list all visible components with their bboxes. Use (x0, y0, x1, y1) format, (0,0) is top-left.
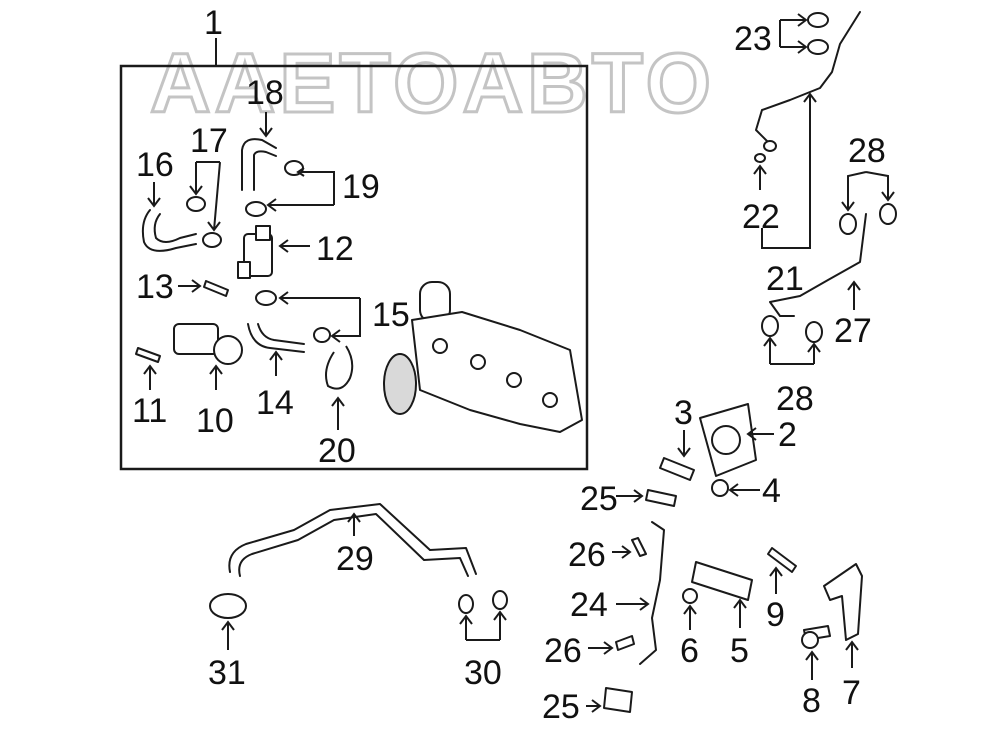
callout-11: 11 (132, 392, 167, 430)
part-11-bolt (135, 347, 161, 363)
turbocharger (383, 281, 583, 433)
part-25-gasket-lower (603, 687, 633, 713)
turbo-housing (383, 353, 417, 415)
part-14-hose-inner (257, 323, 305, 345)
part-16-hose-inner (153, 213, 197, 243)
callout-27: 27 (834, 312, 872, 350)
callout-3: 3 (674, 394, 693, 432)
callout-31: 31 (208, 654, 246, 692)
callout-18: 18 (246, 74, 284, 112)
callout-17: 17 (190, 122, 228, 160)
callout-8: 8 (802, 682, 821, 720)
part-2-gasket-hole (711, 425, 741, 455)
callout-7: 7 (842, 674, 861, 712)
callout-1: 1 (204, 4, 223, 42)
part-17-clamp-lower (202, 232, 222, 248)
manifold-port-2 (470, 354, 486, 370)
part-23-seal-upper (807, 12, 829, 28)
watermark-logo: AAETOABTO (149, 35, 715, 132)
part-30-seal-right (492, 590, 508, 610)
callout-6: 6 (680, 632, 699, 670)
part-23-seal-lower (807, 39, 829, 55)
part-9-bolt (767, 547, 797, 573)
part-24-oil-return-line (639, 521, 665, 665)
part-5-shield (691, 561, 753, 601)
manifold-port-1 (432, 338, 448, 354)
part-6-nut (682, 588, 698, 604)
part-25-gasket-upper (645, 489, 677, 507)
callout-2: 2 (778, 416, 797, 454)
part-12-valve-top (255, 225, 271, 241)
part-7-bracket (823, 563, 863, 641)
part-20-hose (325, 345, 354, 390)
part-31-clamp (209, 593, 247, 619)
part-18-hose-inner (253, 150, 277, 191)
callout-4: 4 (762, 472, 781, 510)
watermark-text: AAETOABTO (150, 36, 715, 130)
callout-16: 16 (136, 146, 174, 184)
part-12-valve-port (237, 261, 251, 279)
part-10-solenoid-cap (213, 335, 243, 365)
manifold-port-3 (506, 372, 522, 388)
part-13-bolt (203, 280, 229, 297)
part-27-pipe (769, 213, 867, 317)
part-29-coolant-pipe-inner (238, 513, 469, 577)
part-30-seal-left (458, 594, 474, 614)
callout-labels: 1 2 3 4 5 6 7 8 9 10 11 12 13 14 15 16 1… (132, 4, 886, 726)
callout-14: 14 (256, 384, 294, 422)
assembly-box (119, 64, 589, 471)
callout-9: 9 (766, 596, 785, 634)
part-28-seal-bl (761, 315, 779, 337)
part-21-fitting (763, 140, 777, 152)
part-22-washer (754, 153, 766, 163)
callout-25-upper: 25 (580, 480, 618, 518)
part-4-nut (711, 479, 729, 497)
part-26-bolt-upper (631, 537, 647, 557)
part-28-seal-br (805, 321, 823, 343)
exhaust-manifold (411, 311, 583, 433)
callout-10: 10 (196, 402, 234, 440)
part-26-bolt-lower (615, 635, 635, 651)
part-17-clamp-upper (186, 196, 206, 212)
callout-30: 30 (464, 654, 502, 692)
callout-28-lower: 28 (776, 380, 814, 418)
part-21-oil-line (755, 11, 861, 145)
part-28-seal-tr (879, 203, 897, 225)
part-28-seal-tl (839, 213, 857, 235)
callout-19: 19 (342, 168, 380, 206)
manifold-port-4 (542, 392, 558, 408)
callout-25-lower: 25 (542, 688, 580, 726)
callout-13: 13 (136, 268, 174, 306)
part-3-stud (659, 457, 695, 481)
callout-22: 22 (742, 198, 780, 236)
callout-20: 20 (318, 432, 356, 470)
callout-12: 12 (316, 230, 354, 268)
callout-26-upper: 26 (568, 536, 606, 574)
callout-26-lower: 26 (544, 632, 582, 670)
callout-28-upper: 28 (848, 132, 886, 170)
part-15-clamp-lower (313, 327, 331, 343)
part-19-clamp-lower (245, 201, 267, 217)
callout-21: 21 (766, 260, 804, 298)
callout-15: 15 (372, 296, 410, 334)
callout-23: 23 (734, 20, 772, 58)
callout-29: 29 (336, 540, 374, 578)
part-10-solenoid-body (173, 323, 219, 355)
callout-5: 5 (730, 632, 749, 670)
callout-24: 24 (570, 586, 608, 624)
part-8-bolt-head (801, 631, 819, 649)
part-15-clamp-upper (255, 290, 277, 306)
leader-lines (143, 13, 895, 713)
